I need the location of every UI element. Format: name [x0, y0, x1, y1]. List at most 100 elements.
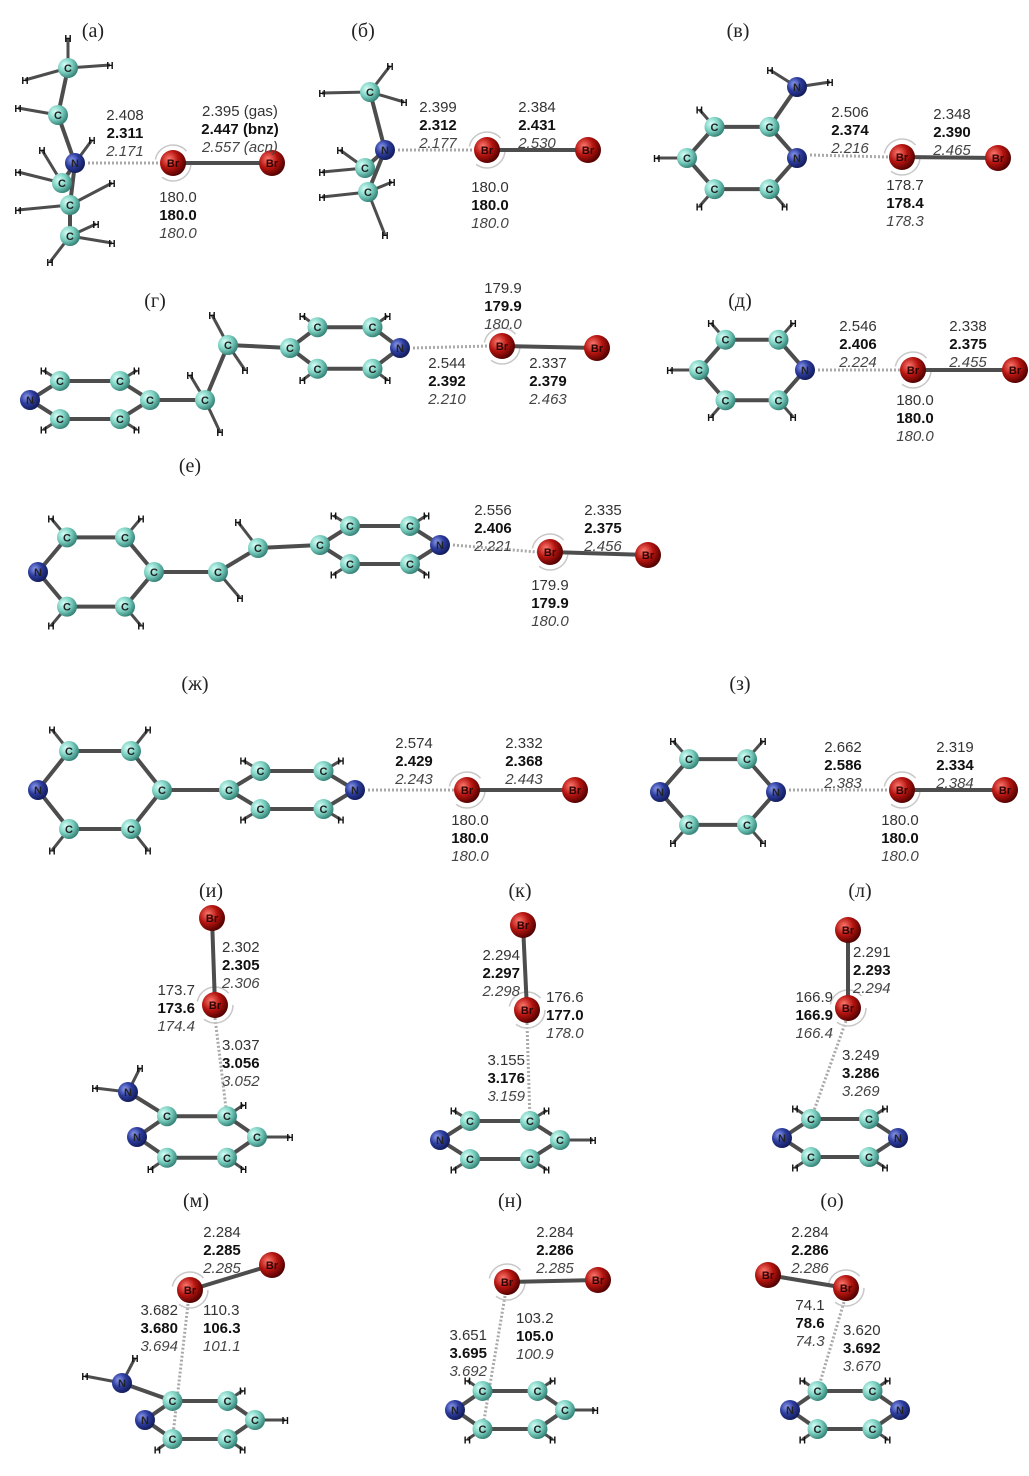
- gas-value: 3.682: [140, 1302, 178, 1319]
- hydrogen-atom: H: [81, 1372, 88, 1383]
- carbon-atom: C: [57, 596, 77, 617]
- acetonitrile-value: 178.3: [886, 213, 924, 230]
- hydrogen-atom: H: [14, 104, 21, 115]
- atom-symbol: Br: [582, 145, 595, 157]
- carbon-atom: C: [59, 818, 79, 839]
- atom-symbol: C: [869, 1424, 877, 1436]
- atom-symbol: Br: [184, 1285, 197, 1297]
- atom-symbol: N: [894, 1133, 902, 1145]
- acetonitrile-value: 2.177: [418, 135, 457, 152]
- atom-symbol: C: [63, 602, 71, 614]
- benzene-value: 179.9: [531, 595, 569, 612]
- atom-symbol: Br: [842, 1003, 855, 1015]
- hydrogen-atom: H: [669, 737, 676, 748]
- hydrogen-atom: H: [386, 62, 393, 73]
- atom-symbol: C: [814, 1386, 822, 1398]
- bromine-atom: Br: [510, 912, 536, 938]
- atom-symbol: C: [466, 1154, 474, 1166]
- acetonitrile-value: 2.224: [838, 354, 877, 371]
- nitrogen-atom: N: [390, 338, 410, 358]
- hydrogen-atom: H: [133, 426, 140, 437]
- gas-value: 180.0: [881, 812, 919, 829]
- bromine-atom: Br: [494, 1269, 520, 1295]
- carbon-atom: C: [859, 1147, 879, 1168]
- atom-symbol: C: [361, 163, 369, 175]
- gas-value: 2.556: [474, 502, 512, 519]
- br-br-bond: [521, 923, 529, 1012]
- hydrogen-atom: H: [137, 514, 144, 525]
- hydrogen-atom: H: [106, 61, 113, 72]
- acetonitrile-value: 2.443: [504, 771, 543, 788]
- benzene-value: 180.0: [451, 830, 489, 847]
- panel-4: (д)2.5462.4062.2242.3382.3752.455180.018…: [728, 290, 987, 445]
- acetonitrile-value: 180.0: [451, 848, 489, 865]
- hydrogen-atom: H: [47, 622, 54, 633]
- hydrogen-atom: H: [766, 66, 773, 77]
- gas-value: 2.338: [949, 318, 987, 335]
- atom-symbol: C: [346, 521, 354, 533]
- bromine-atom: Br: [635, 542, 661, 568]
- atom-symbol: C: [56, 376, 64, 388]
- gas-value: 180.0: [451, 812, 489, 829]
- atom-symbol: C: [743, 820, 751, 832]
- acetonitrile-value: 180.0: [484, 316, 522, 333]
- halogen-contact-line: [816, 1301, 846, 1392]
- benzene-value: 2.429: [395, 753, 433, 770]
- atom-symbol: C: [224, 1434, 232, 1446]
- acetonitrile-value: 3.269: [842, 1083, 880, 1100]
- gas-value: 2.332: [505, 735, 543, 752]
- gas-value: 2.408: [106, 107, 144, 124]
- acetonitrile-value: 2.171: [105, 143, 144, 160]
- atom-symbol: C: [534, 1424, 542, 1436]
- atom-symbol: Br: [266, 1260, 279, 1272]
- hydrogen-atom: H: [464, 1436, 471, 1447]
- carbon-atom: C: [715, 329, 736, 350]
- bromine-atom: Br: [177, 1277, 203, 1303]
- atom-symbol: Br: [481, 145, 494, 157]
- panel-label: (л): [848, 880, 871, 902]
- benzene-value: 2.293: [853, 962, 891, 979]
- atom-symbol: N: [656, 787, 664, 799]
- atom-symbol: N: [124, 1087, 132, 1099]
- hydrogen-atom: H: [234, 518, 241, 529]
- atom-symbol: Br: [266, 158, 279, 170]
- carbon-atom: C: [715, 390, 736, 411]
- benzene-value: 180.0: [896, 410, 934, 427]
- gas-value: 2.284: [203, 1224, 241, 1241]
- acetonitrile-value: 2.383: [823, 775, 862, 792]
- hydrogen-atom: H: [791, 1164, 798, 1175]
- benzene-value: 2.379: [529, 373, 567, 390]
- hydrogen-atom: H: [400, 98, 407, 109]
- panel-label: (е): [179, 455, 201, 477]
- acetonitrile-value: 101.1: [203, 1338, 241, 1355]
- carbon-atom: C: [217, 1429, 238, 1450]
- benzene-value: 2.312: [419, 117, 457, 134]
- benzene-value: 106.3: [203, 1320, 241, 1337]
- br-br-bond: [188, 1263, 274, 1292]
- atom-symbol: C: [346, 559, 354, 571]
- nitrogen-atom: N: [65, 153, 85, 173]
- bromine-atom: Br: [585, 1267, 611, 1293]
- hydrogen-atom: H: [464, 1376, 471, 1387]
- nitrogen-atom: N: [375, 140, 395, 160]
- carbon-atom: C: [737, 814, 757, 835]
- carbon-atom: C: [355, 158, 375, 178]
- gas-value: 180.0: [471, 179, 509, 196]
- hydrogen-atom: H: [696, 202, 703, 213]
- gas-value: 103.2: [516, 1310, 554, 1327]
- atom-symbol: C: [743, 754, 751, 766]
- nitrogen-atom: N: [795, 360, 815, 380]
- atom-symbol: C: [58, 178, 66, 190]
- carbon-atom: C: [307, 358, 328, 379]
- nitrogen-atom: N: [345, 780, 365, 800]
- acetonitrile-value: 174.4: [157, 1018, 195, 1035]
- atom-symbol: Br: [642, 550, 655, 562]
- hydrogen-atom: H: [14, 206, 21, 217]
- panel-label: (и): [199, 880, 223, 902]
